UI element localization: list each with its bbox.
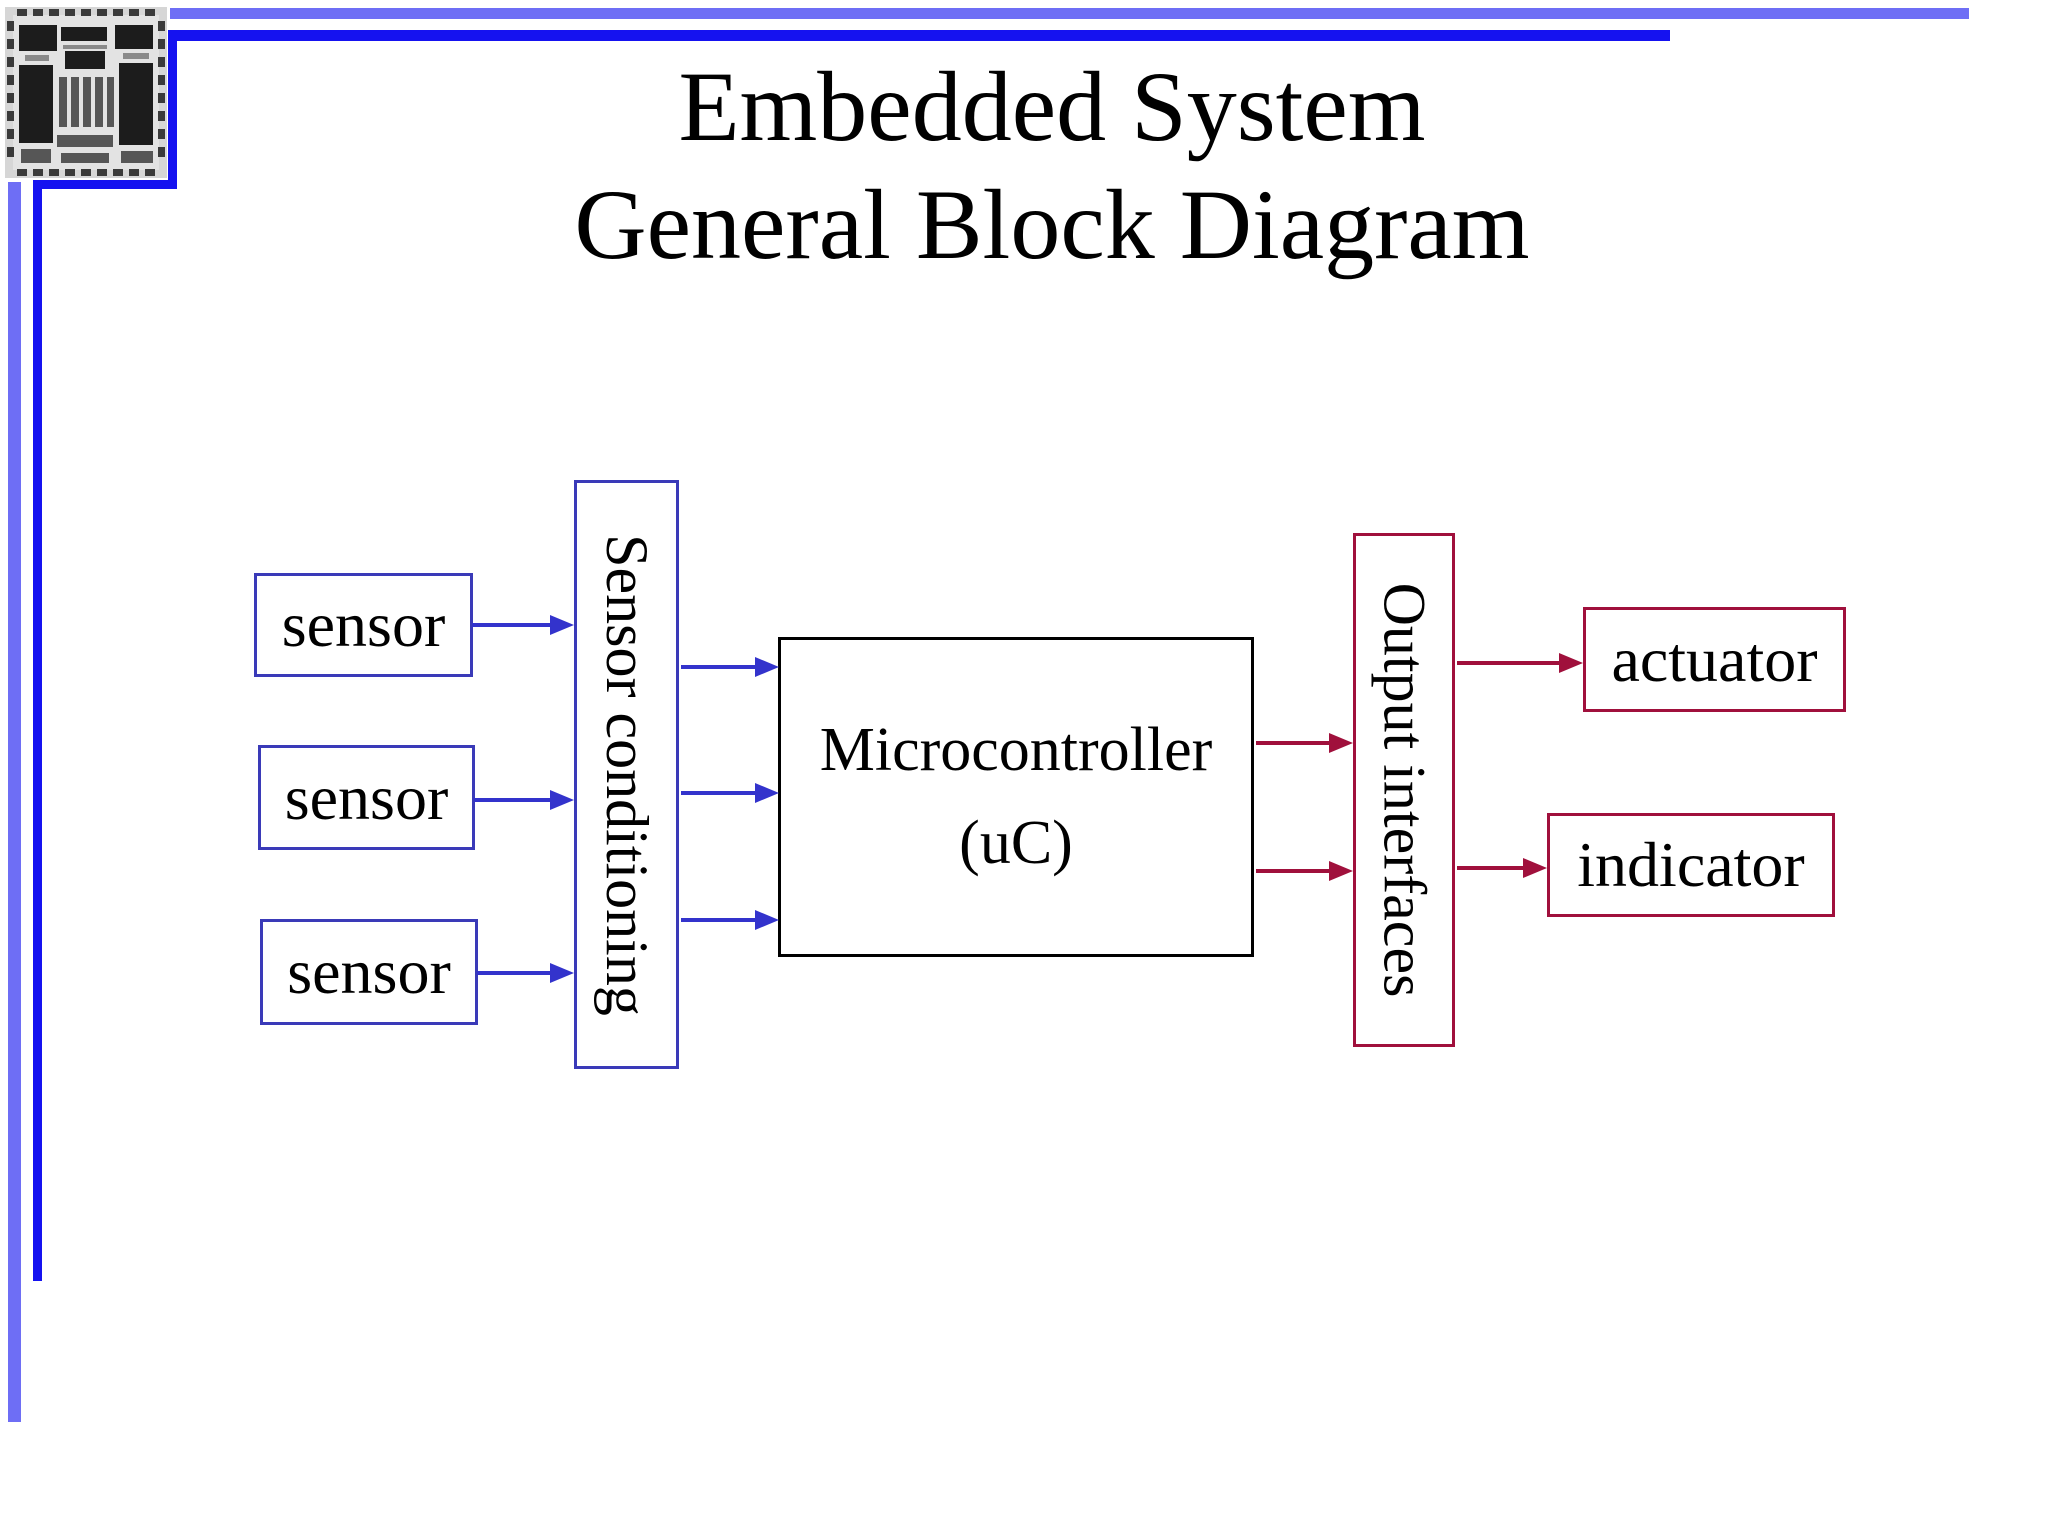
sensor-1-label: sensor bbox=[281, 589, 446, 660]
arrow-conditioning-to-uc-1 bbox=[681, 657, 779, 677]
output-interfaces-box: Output interfaces bbox=[1353, 533, 1455, 1047]
left-dark-blue-bar bbox=[33, 180, 42, 1281]
dark-blue-corner-horizontal bbox=[33, 180, 177, 189]
arrow-output-to-indicator bbox=[1457, 858, 1547, 878]
sensor-3-label: sensor bbox=[287, 936, 451, 1007]
sensor-2-label: sensor bbox=[284, 761, 449, 833]
actuator-label: actuator bbox=[1611, 623, 1818, 695]
arrow-uc-to-output-2 bbox=[1256, 861, 1353, 881]
title-line-1: Embedded System bbox=[678, 51, 1426, 162]
sensor-conditioning-label: Sensor conditioning bbox=[593, 533, 660, 1016]
output-interfaces-label: Output interfaces bbox=[1371, 582, 1437, 998]
top-dark-blue-bar bbox=[168, 30, 1670, 41]
microcontroller-label-line-1: Microcontroller bbox=[819, 716, 1213, 784]
chip-die-icon bbox=[5, 7, 167, 178]
arrow-conditioning-to-uc-2 bbox=[681, 783, 779, 803]
arrow-conditioning-to-uc-3 bbox=[681, 910, 779, 930]
arrow-sensor2-to-conditioning bbox=[474, 790, 574, 810]
arrow-uc-to-output-1 bbox=[1256, 733, 1353, 753]
indicator-box: indicator bbox=[1547, 813, 1835, 917]
left-light-blue-bar bbox=[8, 182, 21, 1422]
sensor-box-3: sensor bbox=[260, 919, 478, 1025]
sensor-box-2: sensor bbox=[258, 745, 475, 850]
top-light-blue-bar bbox=[170, 8, 1969, 19]
actuator-box: actuator bbox=[1583, 607, 1846, 712]
arrow-sensor1-to-conditioning bbox=[472, 615, 574, 635]
dark-blue-corner-vertical bbox=[168, 30, 177, 188]
arrow-sensor3-to-conditioning bbox=[477, 963, 574, 983]
sensor-conditioning-box: Sensor conditioning bbox=[574, 480, 679, 1069]
title-line-2: General Block Diagram bbox=[574, 169, 1530, 280]
page-title: Embedded System General Block Diagram bbox=[56, 48, 2048, 284]
indicator-label: indicator bbox=[1577, 829, 1805, 900]
arrow-output-to-actuator bbox=[1457, 653, 1583, 673]
microcontroller-label-line-2: (uC) bbox=[959, 809, 1073, 877]
microcontroller-box: Microcontroller (uC) bbox=[778, 637, 1254, 957]
sensor-box-1: sensor bbox=[254, 573, 473, 677]
